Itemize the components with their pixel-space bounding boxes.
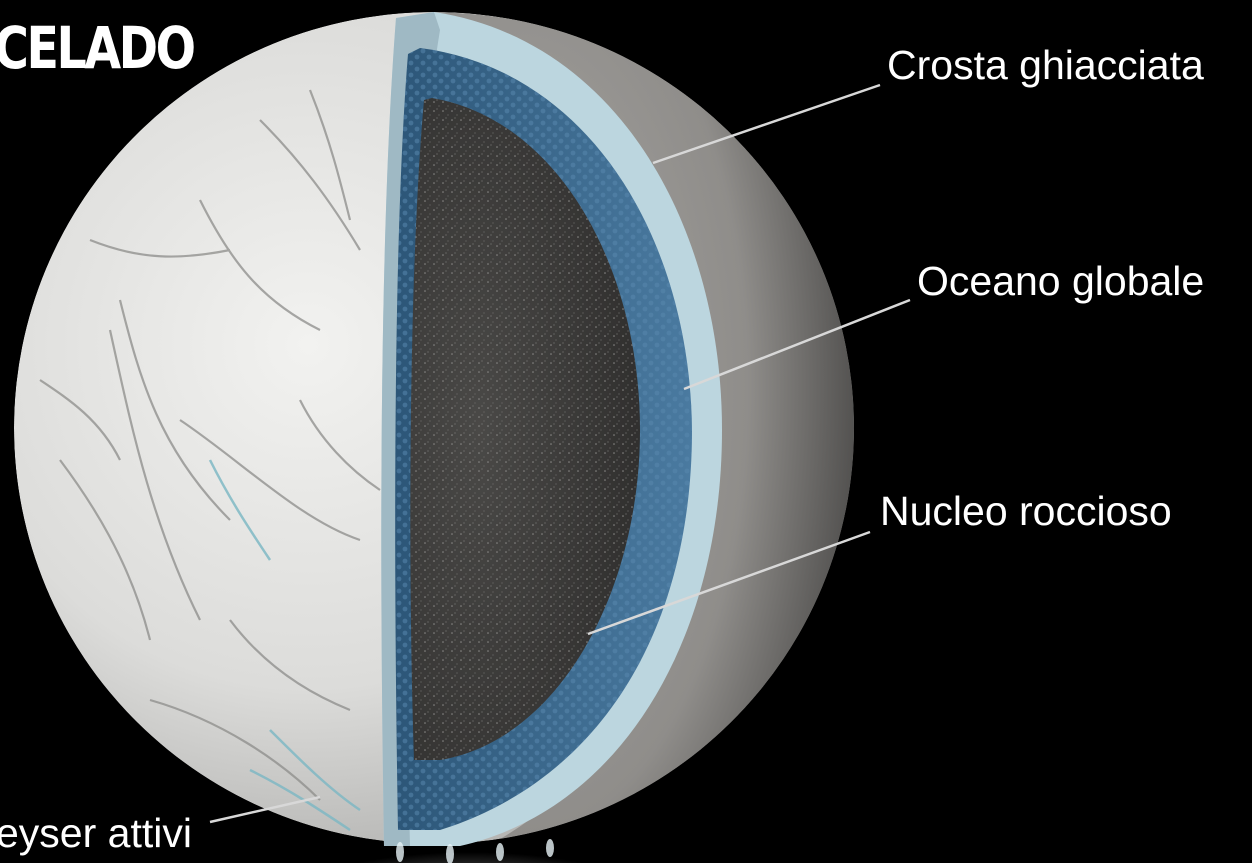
crust-leader-line — [652, 83, 881, 165]
diagram-title: CELADO — [0, 14, 196, 82]
label-global-ocean: Oceano globale — [917, 258, 1205, 304]
geyser-leader-line — [209, 795, 321, 824]
surface-fractures — [39, 89, 381, 801]
label-active-geysers: eyser attivi — [0, 810, 192, 856]
leader-lines — [209, 83, 911, 824]
geyser-jets — [396, 839, 554, 863]
core-leader-line — [587, 530, 871, 636]
label-rocky-core: Nucleo roccioso — [880, 488, 1172, 534]
label-ice-crust: Crosta ghiacciata — [887, 42, 1204, 88]
rocky-core-texture — [410, 98, 640, 760]
right-surface — [434, 12, 854, 844]
ocean-leader-line — [683, 298, 911, 391]
